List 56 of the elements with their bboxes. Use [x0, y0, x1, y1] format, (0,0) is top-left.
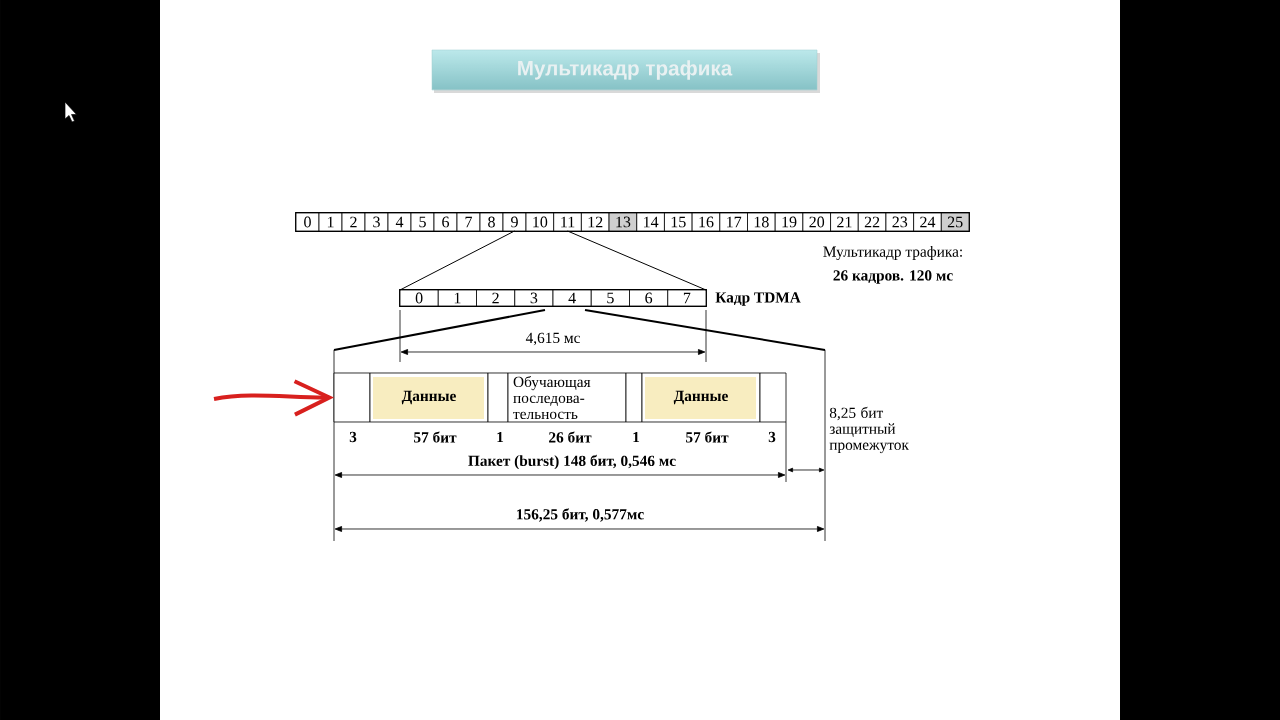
pointer-arrow: [213, 379, 334, 417]
tail-bits-field: [759, 372, 787, 423]
frame-cell: 3: [364, 212, 389, 232]
timeslot-cell: 0: [399, 289, 439, 307]
tail-bits-field: [333, 372, 371, 423]
dimension-label: Пакет (burst) 148 бит, 0,546 мс: [468, 454, 676, 470]
bit-count: 1: [497, 431, 504, 443]
bit-count: 26 бит: [549, 431, 592, 443]
frame-cell: 2: [341, 212, 366, 232]
frame-cell: 25: [940, 212, 970, 232]
frame-cell: 22: [857, 212, 887, 232]
frame-cell: 13: [608, 212, 638, 232]
frame-cell: 15: [664, 212, 693, 232]
tdma-frame-title: Кадр TDMA: [715, 292, 801, 306]
flag-bit-field: [487, 372, 509, 423]
dimension-label: 156,25 бит, 0,577мс: [517, 508, 644, 522]
frame-cell: 19: [774, 212, 804, 232]
timeslot-cell: 3: [514, 289, 554, 307]
frame-cell: 5: [410, 212, 435, 232]
bit-count: 1: [633, 431, 640, 443]
timeslot-cell: 7: [667, 289, 707, 307]
flag-bit-field: [625, 372, 643, 423]
frame-cell: 21: [830, 212, 859, 232]
frame-cell: 1: [318, 212, 343, 232]
bit-count: 3: [768, 431, 776, 443]
bit-count: 3: [349, 431, 357, 443]
frame-cell: 18: [747, 212, 776, 232]
frame-cell: 8: [479, 212, 504, 232]
frame-cell: 4: [387, 212, 412, 232]
frame-cell: 12: [581, 212, 610, 232]
bit-count: 57 бит: [686, 431, 729, 443]
frame-cell: 10: [525, 212, 555, 232]
frame-cell: 17: [719, 212, 748, 232]
frame-cell: 16: [691, 212, 721, 232]
zoom-line: [567, 230, 707, 291]
frame-cell: 0: [295, 212, 320, 232]
frame-cell: 9: [502, 212, 527, 232]
frame-cell: 20: [802, 212, 831, 232]
frame-cell: 11: [553, 212, 582, 232]
multiframe-title: 26 кадров. 120 мс: [833, 270, 953, 284]
dimension-label: 4,615 мс: [525, 332, 580, 346]
timeslot-cell: 1: [437, 289, 477, 307]
zoom-line: [399, 230, 515, 291]
timeslot-cell: 5: [590, 289, 630, 307]
frame-cell: 23: [885, 212, 915, 232]
frame-cell: 24: [913, 212, 942, 232]
frame-cell: 14: [636, 212, 665, 232]
guard-period-label: 8,25 бит защитный промежуток: [829, 406, 909, 454]
timeslot-cell: 6: [629, 289, 669, 307]
timeslot-cell: 2: [476, 289, 516, 307]
bit-count: 57 бит: [414, 431, 457, 443]
multiframe-title: Мультикадр трафика:: [823, 246, 962, 260]
frame-cell: 6: [433, 212, 458, 232]
timeslot-cell: 4: [552, 289, 592, 307]
title-banner: Мультикадр трафика: [431, 49, 820, 93]
frame-cell: 7: [456, 212, 481, 232]
